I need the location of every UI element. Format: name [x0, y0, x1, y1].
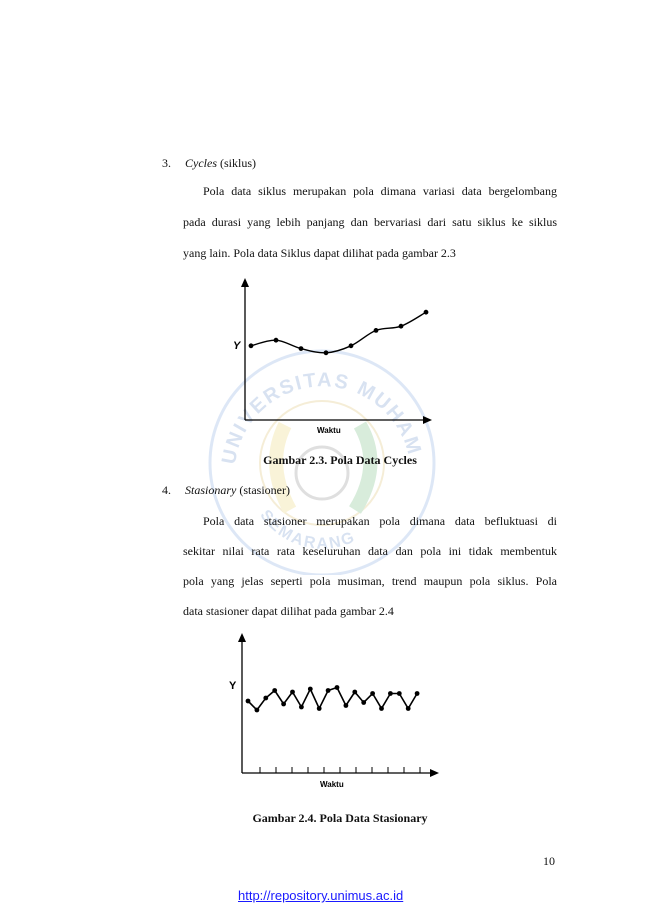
figure-2-4-stationary-chart: Y Waktu [229, 633, 439, 789]
section3-heading: 3. Cycles (siklus) [162, 155, 256, 171]
data-point-4 [272, 688, 278, 693]
data-point-3 [298, 346, 304, 351]
figure-2-3-caption: Gambar 2.3. Pola Data Cycles [263, 453, 417, 467]
y-axis-arrow [241, 278, 249, 287]
data-point-8 [423, 309, 429, 315]
data-point-16 [379, 706, 384, 711]
data-point-19 [405, 706, 411, 711]
data-point-4 [323, 350, 329, 356]
data-point-18 [396, 691, 402, 696]
cycle-series-line [250, 311, 427, 354]
data-point-20 [414, 691, 420, 696]
figure-2-3-cycles-chart: Y Waktu [233, 278, 432, 435]
figure-2-4-caption: Gambar 2.4. Pola Data Stasionary [252, 811, 428, 825]
section4-heading: 4. Stasionary (stasioner) [162, 482, 290, 498]
data-point-5 [281, 701, 286, 707]
repository-link[interactable]: http://repository.unimus.ac.id [238, 888, 404, 903]
data-point-7 [299, 704, 304, 710]
section4-line-4: data stasioner dapat dilihat pada gambar… [183, 604, 394, 618]
data-point-10 [325, 688, 331, 693]
x-axis-arrow [430, 769, 439, 777]
x-axis-label: Waktu [317, 426, 341, 435]
data-point-2 [273, 337, 279, 343]
data-point-6 [290, 689, 295, 695]
data-point-9 [316, 706, 322, 711]
section4-term-gloss: (stasioner) [236, 483, 290, 497]
data-point-8 [307, 686, 313, 692]
data-point-17 [388, 691, 393, 696]
data-point-7 [398, 323, 404, 329]
section4-number: 4. [162, 483, 171, 497]
data-point-13 [352, 689, 358, 695]
section4-line-1: Pola data stasioner merupakan pola diman… [203, 514, 557, 528]
data-point-3 [263, 695, 269, 701]
data-point-5 [348, 343, 354, 349]
section4-term: Stasionary [185, 483, 237, 497]
section3-line-2: pada durasi yang lebih panjang dan berva… [183, 215, 557, 229]
y-axis-label: Y [229, 680, 237, 692]
section4-line-2: sekitar nilai rata rata keseluruhan data… [183, 544, 557, 558]
section3-term-gloss: (siklus) [217, 156, 256, 170]
data-point-12 [343, 703, 349, 708]
stationary-series-line [247, 686, 418, 712]
x-axis-arrow [423, 416, 432, 424]
data-point-15 [370, 691, 375, 696]
data-point-1 [245, 698, 251, 704]
data-point-11 [334, 685, 340, 690]
section3-line-3: yang lain. Pola data Siklus dapat diliha… [183, 246, 456, 260]
university-seal-watermark: UNIVERSITAS MUHAMMADIYAH SEMARANG [205, 345, 436, 575]
data-point-2 [254, 707, 260, 713]
page-number: 10 [543, 854, 555, 868]
section3-number: 3. [162, 156, 171, 170]
y-axis-label: Y [233, 340, 242, 352]
y-axis-arrow [238, 633, 246, 642]
data-point-6 [373, 328, 379, 333]
section3-line-1: Pola data siklus merupakan pola dimana v… [203, 184, 557, 198]
data-point-1 [248, 343, 254, 349]
section4-line-3: pola yang jelas seperti pola musiman, tr… [183, 574, 557, 588]
section3-term: Cycles [185, 156, 217, 170]
x-axis-label: Waktu [320, 780, 344, 789]
data-point-14 [361, 700, 367, 705]
